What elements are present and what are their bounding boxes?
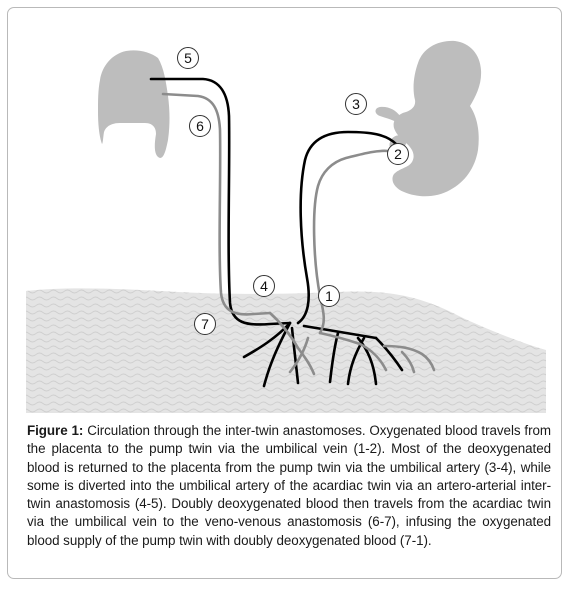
artery-branch-8 (374, 336, 404, 372)
pump-twin-body (392, 40, 482, 197)
pump-twin-vein (312, 149, 390, 335)
placenta (26, 288, 546, 413)
veins (161, 92, 436, 376)
pump-twin-arm (375, 106, 400, 124)
vein-branch-4 (358, 342, 388, 372)
node-markers: 1 2 3 4 5 6 7 (177, 47, 409, 335)
node-7-label: 7 (201, 316, 209, 332)
artery-branch-6 (356, 336, 378, 386)
artery-branch-1 (242, 321, 292, 359)
node-5: 5 (177, 47, 199, 69)
node-6: 6 (189, 115, 211, 137)
node-1: 1 (318, 285, 340, 307)
node-4-label: 4 (260, 278, 268, 294)
node-5-label: 5 (184, 50, 192, 66)
node-6-label: 6 (196, 118, 204, 134)
acardiac-artery (149, 77, 292, 326)
node-7: 7 (194, 313, 216, 335)
circulation-diagram: 1 2 3 4 5 6 7 (26, 40, 546, 413)
artery-branch-4 (302, 324, 378, 340)
node-4: 4 (253, 275, 275, 297)
node-3-label: 3 (352, 96, 360, 112)
vein-branch-6 (288, 336, 310, 374)
vein-branch-1 (268, 311, 300, 350)
vein-branch-5 (382, 344, 436, 372)
vein-branch-3 (318, 331, 362, 346)
arteries (149, 77, 404, 388)
figure-frame: 1 2 3 4 5 6 7 (7, 7, 562, 579)
caption-text: Circulation through the inter-twin anast… (27, 423, 551, 548)
artery-branch-7 (346, 336, 366, 386)
acardiac-twin-shape (98, 50, 170, 159)
pump-twin (375, 40, 482, 197)
node-3: 3 (345, 93, 367, 115)
node-2-label: 2 (394, 146, 402, 162)
node-1-label: 1 (325, 288, 333, 304)
pump-twin-artery (296, 130, 398, 325)
vein-branch-2 (296, 346, 316, 376)
artery-branch-3 (290, 326, 300, 385)
vein-branch-7 (400, 350, 416, 374)
caption-label: Figure 1: (27, 423, 84, 438)
figure-caption: Figure 1: Circulation through the inter-… (27, 422, 551, 550)
node-2: 2 (387, 143, 409, 165)
acardiac-vein (161, 92, 272, 316)
